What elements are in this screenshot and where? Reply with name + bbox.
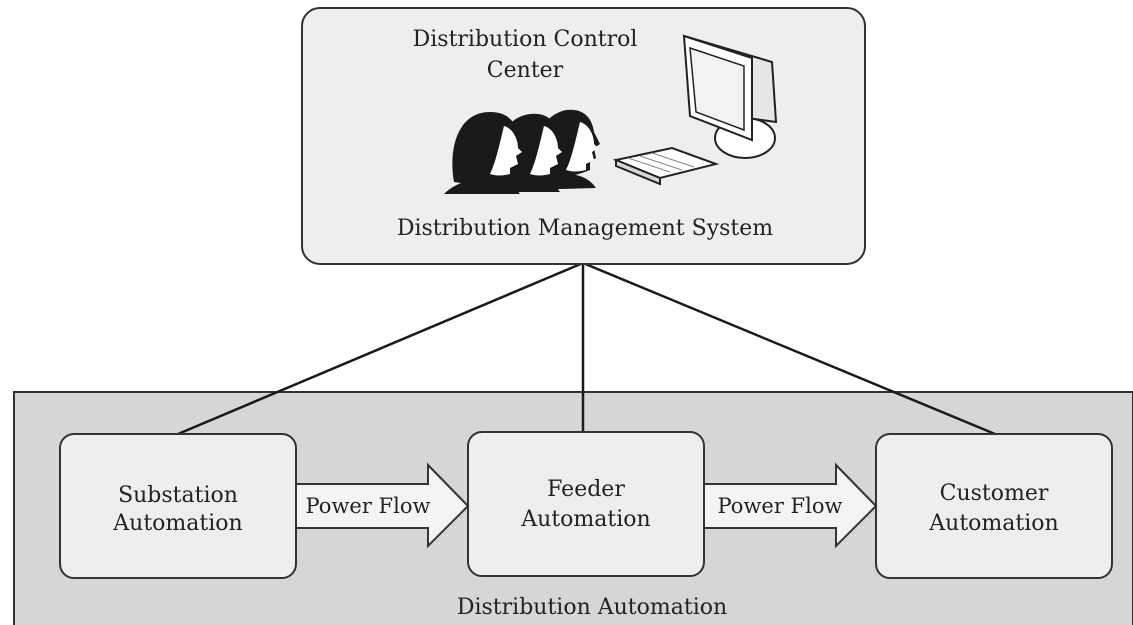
connector-lines xyxy=(177,261,996,436)
distribution-automation-label: Distribution Automation xyxy=(457,595,727,620)
control-center-title-line1: Distribution Control xyxy=(413,27,638,52)
customer-automation-box xyxy=(875,433,1113,579)
substation-automation-label-line1: Substation xyxy=(118,483,238,508)
customer-automation-label-line1: Customer xyxy=(940,481,1049,506)
distribution-management-system-label: Distribution Management System xyxy=(397,216,773,241)
control-center-title-line2: Center xyxy=(487,58,564,83)
feeder-automation-label-line2: Automation xyxy=(520,507,650,532)
power-flow-label-1: Power Flow xyxy=(306,494,431,518)
substation-automation-label-line2: Automation xyxy=(112,511,242,536)
operators-icon xyxy=(444,109,600,194)
feeder-automation-box xyxy=(467,431,705,577)
computer-workstation-icon xyxy=(612,34,778,186)
connector-substation xyxy=(177,261,584,436)
customer-automation-label-line2: Automation xyxy=(928,511,1058,536)
power-flow-arrow-2 xyxy=(703,462,878,549)
feeder-automation-label-line1: Feeder xyxy=(547,477,625,502)
power-flow-arrow-1 xyxy=(295,462,470,549)
connector-customer xyxy=(582,261,996,436)
power-flow-label-2: Power Flow xyxy=(718,494,843,518)
